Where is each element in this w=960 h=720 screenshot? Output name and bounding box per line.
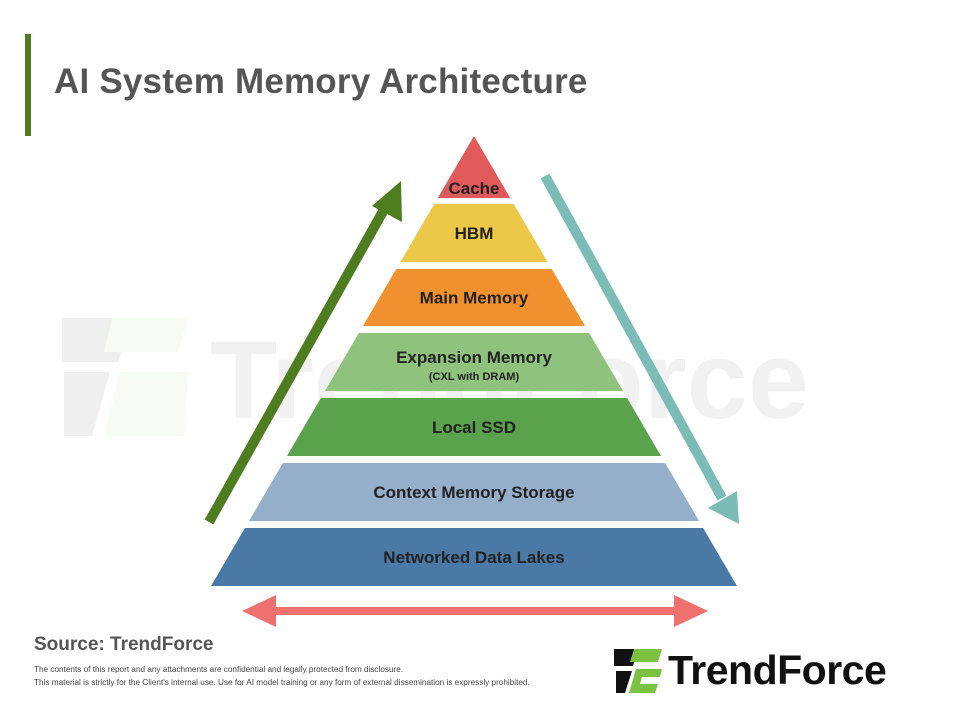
pyramid-tier-local-ssd: [286, 398, 662, 456]
pyramid-tier-main-memory: [362, 269, 586, 326]
tier-label: Networked Data Lakes: [383, 548, 564, 567]
pyramid-tier-networked-data-lakes: [211, 528, 737, 586]
trendforce-logo-icon: [614, 649, 662, 693]
tier-label: Main Memory: [420, 289, 529, 308]
watermark-logo-icon: [62, 318, 188, 436]
pyramid-tier-context-memory-storage: [248, 463, 700, 521]
arrow-horizontal: [242, 595, 708, 627]
tier-label: HBM: [455, 224, 494, 243]
tier-label: Context Memory Storage: [373, 483, 574, 502]
logo-text: TrendForce: [668, 647, 887, 693]
disclaimer-line-2: This material is strictly for the Client…: [34, 678, 530, 687]
tier-label: Cache: [448, 179, 499, 198]
tier-label: Local SSD: [432, 418, 516, 437]
tier-label: Expansion Memory: [396, 348, 552, 367]
pyramid-tier-expansion-memory: [324, 333, 624, 391]
trendforce-logo: TrendForce: [612, 647, 932, 695]
source-note: Source: TrendForce: [34, 634, 214, 655]
title-accent-bar: [25, 34, 31, 136]
pyramid-tier-hbm: [400, 204, 548, 262]
disclaimer-line-1: The contents of this report and any atta…: [34, 665, 404, 674]
arrow-up-left: [204, 181, 402, 525]
arrow-down-right: [540, 173, 739, 524]
page-title: AI System Memory Architecture: [54, 62, 588, 101]
tier-sublabel: (CXL with DRAM): [429, 371, 520, 383]
pyramid-tier-cache: [437, 136, 511, 198]
